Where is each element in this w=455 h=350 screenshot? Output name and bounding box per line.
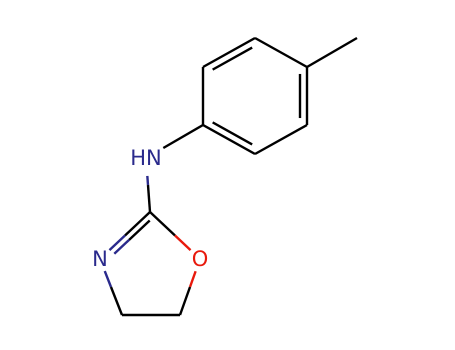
bond-c2-n-double-2-b — [113, 238, 130, 255]
bond-n-c4-a — [103, 270, 113, 288]
bond-o-c5-b — [178, 286, 192, 316]
atom-label-ring-oxygen: O — [192, 247, 209, 271]
bond-ring-double-c1-c2 — [212, 121, 253, 146]
bond-o-c5-a — [188, 270, 197, 288]
bond-nh-c2-b — [146, 184, 152, 213]
atom-label-layer: HN N O — [92, 146, 208, 271]
bond-ring-c2-c3 — [254, 123, 308, 156]
bond-c2-o-b — [174, 234, 192, 251]
bond-methyl — [306, 36, 358, 69]
bond-c2-n-double-1-a — [124, 211, 151, 237]
bond-c2-o-a — [149, 211, 176, 237]
bond-layer — [103, 36, 358, 317]
atom-label-ring-nitrogen: N — [92, 247, 108, 271]
bond-aryl-nh — [162, 123, 204, 150]
bond-n-c4-b — [109, 286, 124, 316]
bond-nh-c2-a — [146, 175, 150, 186]
bond-ring-c1-c2 — [202, 123, 256, 156]
bond-ring-double-c5-c6 — [212, 46, 253, 71]
bond-ring-c4-c5 — [254, 36, 308, 69]
bond-c2-n-double-2-a — [128, 219, 151, 241]
atom-label-nh: HN — [130, 146, 162, 170]
bond-ring-c5-c6 — [202, 36, 256, 69]
bond-c2-n-double-1-b — [108, 234, 126, 251]
